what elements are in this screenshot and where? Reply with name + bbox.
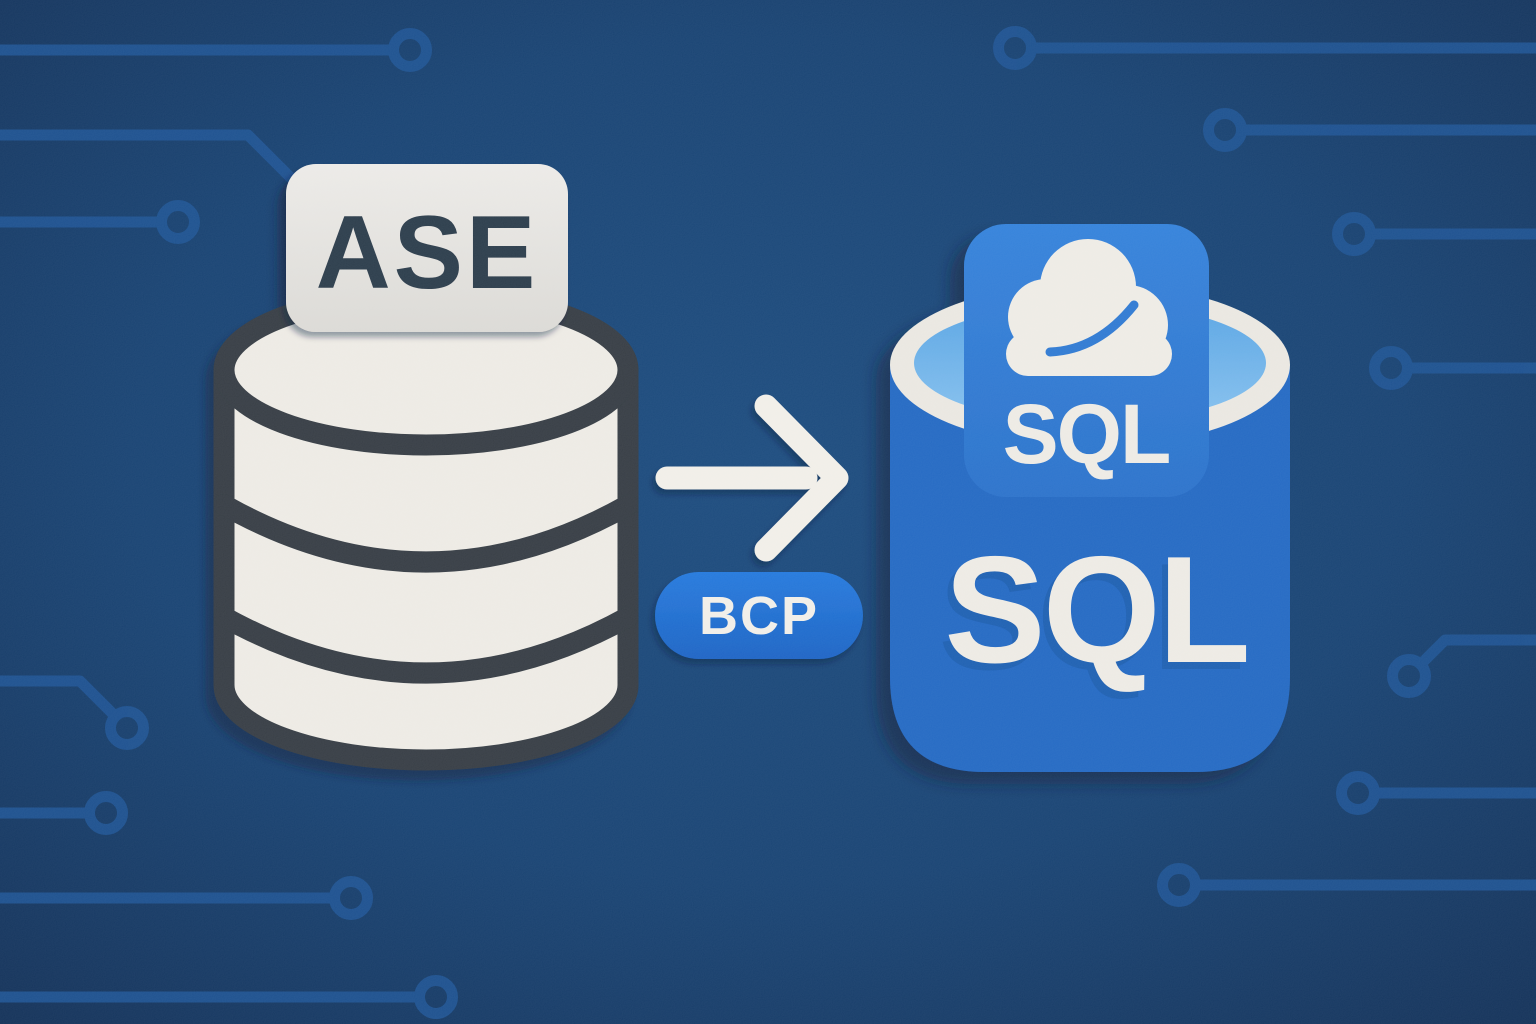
grain-overlay (0, 0, 1536, 1024)
illustration-canvas: ASE BCP SQL SQL SQL (0, 0, 1536, 1024)
